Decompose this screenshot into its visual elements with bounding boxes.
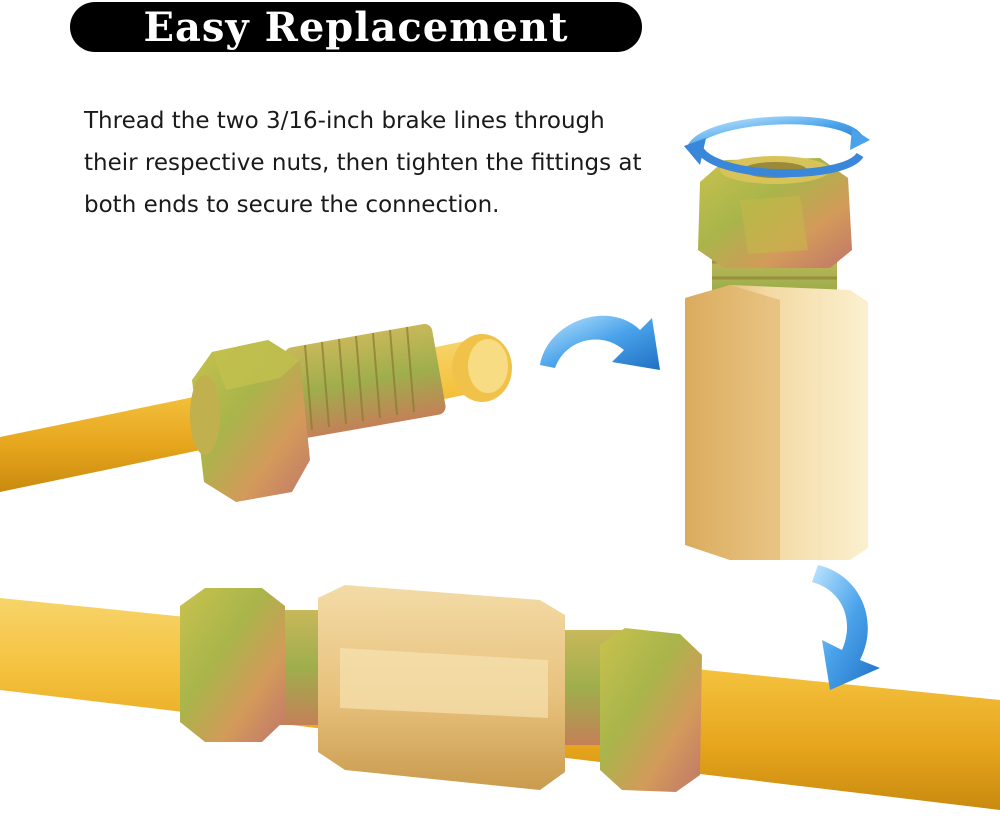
- description-line: both ends to secure the connection.: [84, 192, 500, 218]
- title-banner: Easy Replacement: [70, 2, 642, 52]
- description-line: their respective nuts, then tighten the …: [84, 150, 642, 176]
- description: Thread the two 3/16-inch brake lines thr…: [84, 100, 644, 226]
- union-fitting-assembled: [180, 585, 702, 792]
- brake-nut-upper: [190, 323, 446, 502]
- union-fitting-standing: [685, 156, 868, 560]
- page-title: Easy Replacement: [143, 3, 569, 51]
- curved-arrow-right-icon: [540, 315, 660, 370]
- curved-arrow-down-icon: [812, 565, 880, 690]
- description-line: Thread the two 3/16-inch brake lines thr…: [84, 108, 605, 134]
- rotate-arrows-icon: [684, 116, 870, 178]
